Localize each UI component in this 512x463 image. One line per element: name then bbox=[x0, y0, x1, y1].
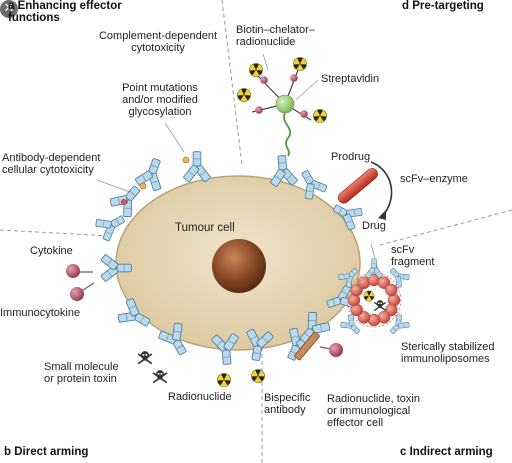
complement-label: Complement-dependent cytotoxicity bbox=[98, 30, 218, 54]
immunocytokine-label: Immunocytokine bbox=[0, 307, 81, 319]
panel-d-title: Pre-targeting bbox=[412, 0, 484, 12]
liposome-sphere bbox=[385, 283, 398, 297]
toxin-skull-icon bbox=[374, 299, 386, 311]
panel-b-letter: b bbox=[4, 446, 12, 458]
scfv-fragment-label: scFv fragment bbox=[391, 244, 435, 268]
panel-a-heading: a Enhancing effector bbox=[8, 0, 122, 12]
cytokine-ball bbox=[66, 264, 80, 278]
cell-nucleus bbox=[212, 239, 266, 293]
panel-a-letter: a bbox=[8, 0, 15, 12]
toxin-skull-icon bbox=[137, 350, 153, 365]
panel-a-antibodies bbox=[92, 151, 212, 244]
radionuclide-icon bbox=[216, 372, 232, 388]
liposome-spheres bbox=[336, 258, 412, 340]
small-molecule-label: Small molecule or protein toxin bbox=[44, 361, 119, 385]
panel-a-title-line2: functions bbox=[8, 12, 60, 24]
point-mutations-label: Point mutations and/or modified glycosyl… bbox=[122, 82, 198, 118]
cytokine-ball bbox=[70, 287, 84, 301]
bispecific-label: Bispecific antibody bbox=[264, 392, 311, 416]
streptavidin-complex bbox=[236, 56, 328, 157]
panel-c-title: Indirect arming bbox=[409, 446, 493, 458]
radionuclide-icon bbox=[363, 290, 375, 302]
prodrug-label: Prodrug bbox=[331, 151, 371, 163]
radionuclide-icon bbox=[250, 368, 266, 384]
scfv-enzyme-bar bbox=[337, 168, 378, 204]
adcc-label: Antibody-dependent cellular cytotoxicity bbox=[2, 152, 101, 176]
panel-b-title: Direct arming bbox=[14, 446, 89, 458]
curved-arrow-icon bbox=[370, 161, 393, 215]
biotin-label: Biotin–chelator– radionuclide bbox=[236, 24, 315, 48]
scfv-enzyme-label: scFv–enzyme bbox=[400, 173, 468, 185]
panel-c-letter: c bbox=[400, 446, 407, 458]
radionuclide-label: Radionuclide bbox=[168, 391, 232, 403]
streptavidin-label: Streptavidin bbox=[321, 73, 380, 85]
panel-b-heading: b Direct arming bbox=[4, 446, 88, 458]
drug-label: Drug bbox=[362, 220, 386, 232]
panel-d-letter: d bbox=[402, 0, 410, 12]
cytokine-label: Cytokine bbox=[30, 245, 73, 257]
effector-ball bbox=[329, 343, 343, 357]
panel-c-heading: c Indirect arming bbox=[400, 446, 493, 458]
liposomes-label: Sterically stabilized immunoliposomes bbox=[401, 341, 495, 365]
tumour-cell-label: Tumour cell bbox=[175, 222, 235, 234]
close-icon[interactable]: ✕ bbox=[0, 0, 18, 18]
radionuclide-toxin-label: Radionuclide, toxin or immunological eff… bbox=[327, 393, 420, 429]
toxin-skull-icon bbox=[152, 369, 168, 384]
panel-a-title-line1: Enhancing effector bbox=[17, 0, 122, 12]
panel-d-heading: d Pre-targeting bbox=[402, 0, 484, 12]
